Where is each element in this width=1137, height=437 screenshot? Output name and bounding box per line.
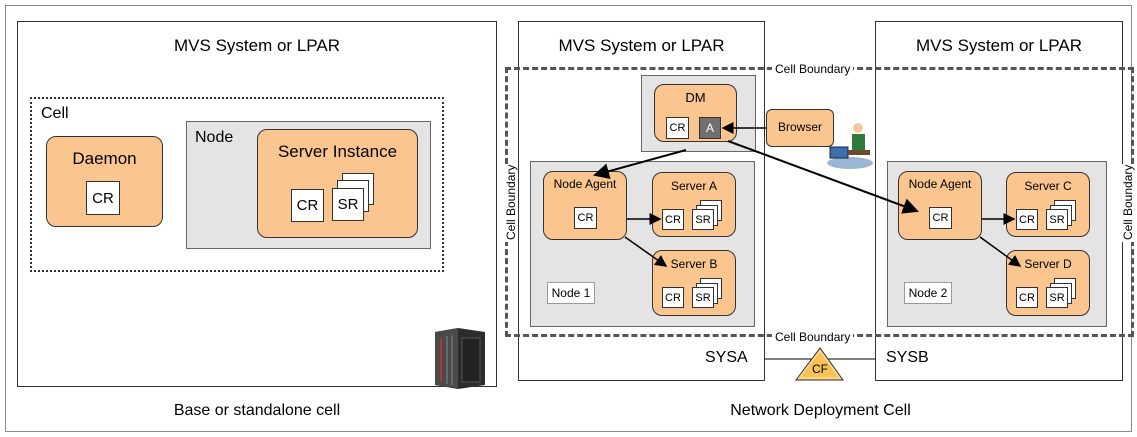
base-system-title: MVS System or LPAR: [174, 36, 340, 55]
server-instance-label: Server Instance: [277, 142, 398, 161]
base-cell-label: Cell: [41, 105, 69, 122]
cell-boundary-bottom-label: Cell Boundary: [772, 330, 854, 344]
node-agent-2-label: Node Agent: [908, 177, 972, 191]
sysb-system-title: MVS System or LPAR: [916, 36, 1082, 55]
server-d-sr-box: SR: [1046, 287, 1068, 308]
nd-cell-caption: Network Deployment Cell: [730, 402, 911, 419]
node1-label-box: Node 1: [547, 282, 595, 304]
sysb-label: SYSB: [886, 349, 929, 366]
sysa-system-title: MVS System or LPAR: [558, 36, 725, 55]
base-cell-caption: Base or standalone cell: [173, 402, 341, 419]
server-a-cr-box: CR: [662, 209, 684, 230]
cell-boundary-top-label: Cell Boundary: [772, 62, 854, 76]
server-b-sr-box: SR: [692, 287, 714, 308]
server-c-cr-box: CR: [1016, 209, 1038, 230]
server-a-sr-box: SR: [692, 209, 714, 230]
daemon-label: Daemon: [72, 149, 137, 168]
node-agent-1-cr-box: CR: [574, 207, 597, 229]
server-instance-sr-box: SR: [332, 188, 364, 221]
server-d-cr-box: CR: [1016, 287, 1038, 308]
server-c-sr-box: SR: [1046, 209, 1068, 230]
cell-boundary-left-label: Cell Boundary: [504, 164, 518, 242]
cell-boundary-right-label: Cell Boundary: [1121, 164, 1135, 242]
browser-label: Browser: [777, 120, 822, 134]
node-agent-2-cr-box: CR: [929, 207, 952, 229]
server-instance-cr-box: CR: [291, 189, 324, 222]
cf-label: CF: [812, 362, 828, 376]
server-c-label: Server C: [1024, 179, 1072, 193]
base-node-label: Node: [195, 129, 234, 146]
server-d-label: Server D: [1024, 257, 1072, 271]
node2-label-box: Node 2: [904, 282, 952, 304]
node-agent-1-label: Node Agent: [553, 177, 617, 191]
daemon-cr-box: CR: [86, 181, 120, 215]
server-b-label: Server B: [670, 257, 718, 271]
sysa-label: SYSA: [705, 349, 748, 366]
base-cell-box: [30, 97, 444, 272]
dm-cr-box: CR: [666, 117, 689, 139]
server-b-cr-box: CR: [662, 287, 684, 308]
dm-label: DM: [685, 90, 706, 105]
dm-a-box: A: [699, 117, 721, 139]
server-a-label: Server A: [670, 179, 718, 193]
